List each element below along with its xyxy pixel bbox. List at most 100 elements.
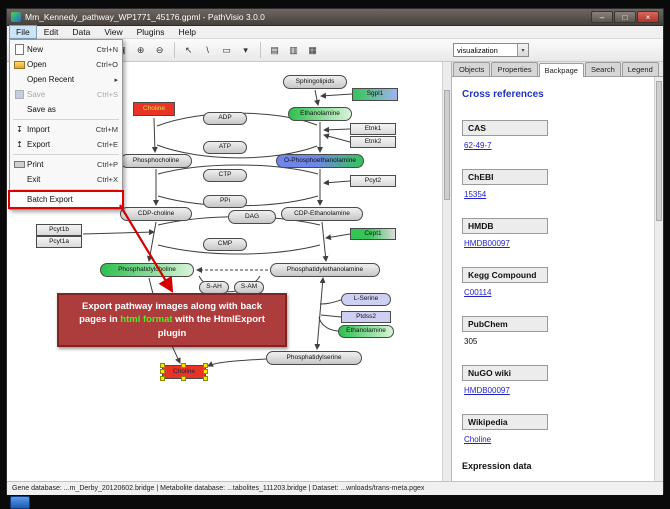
tab-search[interactable]: Search [584,62,621,76]
window-title: Mm_Kennedy_pathway_WP1771_45176.gpml - P… [25,12,265,22]
menu-item-open[interactable]: Open Ctrl+O [10,57,122,72]
save-disk-icon [12,90,27,99]
minimize-button[interactable]: – [591,11,613,23]
titlebar[interactable]: Mm_Kennedy_pathway_WP1771_45176.gpml - P… [7,9,663,26]
node-dag[interactable]: DAG [228,210,276,224]
sidebar-vertical-scrollbar[interactable] [654,77,663,481]
menu-item-import[interactable]: ↧ Import Ctrl+M [10,122,122,137]
xref-link[interactable]: 62-49-7 [464,141,492,150]
menu-item-open-recent[interactable]: Open Recent ▸ [27,75,118,84]
submenu-arrow-icon: ▸ [114,76,118,84]
node-pcyt1a[interactable]: Pcyt1a [36,236,82,248]
tab-legend[interactable]: Legend [621,62,659,76]
pathway-canvas[interactable]: Sphingolipids Sgpl1 Choline Ethanolamine… [7,62,451,481]
menu-edit[interactable]: Edit [43,27,59,37]
node-phosphatidylserine[interactable]: Phosphatidylserine [266,351,362,365]
menu-help[interactable]: Help [178,27,196,37]
visualization-combobox[interactable]: visualization ▾ [453,43,529,57]
node-choline-selected-label: Choline [172,367,196,375]
zoom-in-icon[interactable]: ⊕ [136,44,145,55]
xref-link[interactable]: HMDB00097 [464,239,510,248]
node-cmp[interactable]: CMP [203,238,247,251]
shape-tool-icon[interactable]: ▭ [222,44,231,55]
distribute-icon[interactable]: ▦ [308,44,317,55]
menu-plugins[interactable]: Plugins [136,27,165,37]
node-pcyt1b[interactable]: Pcyt1b [36,224,82,236]
node-choline-top[interactable]: Choline [133,102,175,116]
node-etnk1[interactable]: Etnk1 [350,123,396,135]
backpage-content: Cross references CAS 62-49-7 ChEBI 15354… [452,77,663,481]
node-ctp[interactable]: CTP [203,169,247,182]
close-button[interactable]: × [637,11,659,23]
selection-handle[interactable] [181,376,186,381]
line-tool-icon[interactable]: \ [206,45,209,55]
xref-section-cas: CAS 62-49-7 [462,118,653,150]
align-horizontal-icon[interactable]: ▤ [270,44,279,55]
menu-item-print[interactable]: Print Ctrl+P [10,157,122,172]
selection-handle[interactable] [160,363,165,368]
node-phosphatidylcholine[interactable]: Phosphatidylcholine [100,263,194,277]
file-menu: New Ctrl+N Open Ctrl+O Open Recent ▸ Sav… [8,39,124,210]
menu-item-save-as[interactable]: Save as [27,105,56,114]
menu-item-exit[interactable]: Exit Ctrl+X [27,175,118,184]
tab-backpage[interactable]: Backpage [538,63,584,77]
node-cept1[interactable]: Cept1 [350,228,396,240]
node-cdp-choline[interactable]: CDP-choline [120,207,192,221]
xref-link[interactable]: 15354 [464,190,487,199]
selection-handle[interactable] [203,369,208,374]
menu-separator [13,119,119,120]
menu-view[interactable]: View [104,27,123,37]
xref-source-header: PubChem [462,316,548,332]
node-adp[interactable]: ADP [203,112,247,125]
scrollbar-thumb[interactable] [656,81,662,221]
node-phosphocholine[interactable]: Phosphocholine [120,154,192,168]
node-pcyt2[interactable]: Pcyt2 [350,175,396,187]
window-controls: – □ × [591,11,659,23]
node-ethanolamine-top[interactable]: Ethanolamine [288,107,352,121]
node-ppi[interactable]: PPi [203,195,247,208]
node-etnk2[interactable]: Etnk2 [350,136,396,148]
node-choline-selected[interactable]: Choline [160,363,208,381]
print-icon [12,161,27,168]
shape-dropdown-icon[interactable]: ▾ [243,44,248,55]
selection-handle[interactable] [203,363,208,368]
xref-link[interactable]: Choline [464,435,492,444]
menu-file[interactable]: File [9,25,37,39]
scrollbar-thumb[interactable] [444,90,450,200]
selection-handle[interactable] [181,363,186,368]
xref-link[interactable]: C00114 [464,288,492,297]
selection-handle[interactable] [203,376,208,381]
callout-highlight: html format [120,314,173,326]
node-o-phosphoethanolamine[interactable]: O-Phosphoethanolamine [276,154,364,168]
node-ptdss2[interactable]: Ptdss2 [341,311,391,323]
menu-item-new[interactable]: New Ctrl+N [10,42,122,57]
canvas-vertical-scrollbar[interactable] [442,62,451,481]
select-pointer-icon[interactable]: ↖ [184,44,193,55]
chevron-down-icon[interactable]: ▾ [517,44,528,56]
maximize-button[interactable]: □ [614,11,636,23]
tab-objects[interactable]: Objects [453,62,491,76]
selection-handle[interactable] [160,369,165,374]
node-l-serine[interactable]: L-Serine [341,293,391,306]
align-vertical-icon[interactable]: ▥ [289,44,298,55]
sidebar-tabs: Objects Properties Backpage Search Legen… [452,62,663,77]
xref-source-header: Wikipedia [462,414,548,430]
toolbar-separator [259,42,261,58]
node-atp[interactable]: ATP [203,141,247,154]
node-cdp-ethanolamine[interactable]: CDP-Ethanolamine [281,207,363,221]
node-ethanolamine-lower[interactable]: Ethanolamine [338,325,394,338]
zoom-out-icon[interactable]: ⊖ [155,44,164,55]
callout-text-after: with the HtmlExport plugin [157,314,265,339]
node-sgpl1[interactable]: Sgpl1 [352,88,398,101]
xref-section-chebi: ChEBI 15354 [462,167,653,199]
statusbar-text: Gene database: ...m_Derby_20120602.bridg… [12,485,425,492]
selection-handle[interactable] [160,376,165,381]
menu-item-batch-export[interactable]: Batch Export [8,190,124,209]
menu-item-export[interactable]: ↥ Export Ctrl+E [10,137,122,152]
node-phosphatidylethanolamine[interactable]: Phosphatidylethanolamine [270,263,380,277]
xref-link[interactable]: HMDB00097 [464,386,510,395]
node-sphingolipids[interactable]: Sphingolipids [283,75,347,89]
sidebar: Objects Properties Backpage Search Legen… [451,62,663,481]
tab-properties[interactable]: Properties [491,62,538,76]
menu-data[interactable]: Data [72,27,91,37]
